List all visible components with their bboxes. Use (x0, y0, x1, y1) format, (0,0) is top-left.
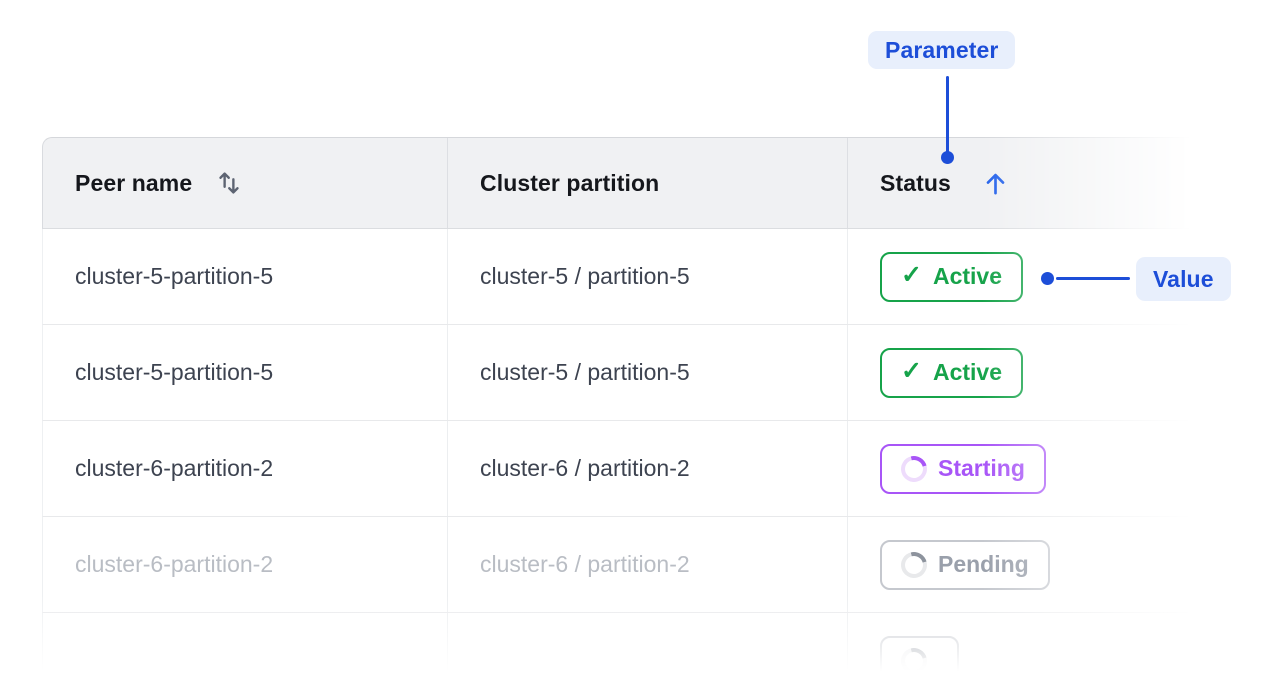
status-label: Active (932, 263, 1002, 289)
cell-status (847, 613, 1240, 688)
cell-peer-name (43, 613, 447, 688)
peers-table: Peer name Cluster partition Status (42, 137, 1240, 688)
column-header-label: Status (880, 169, 951, 196)
check-icon: ✓ (901, 261, 922, 289)
status-label: Active (932, 359, 1002, 385)
cluster-partition-text: cluster-5 / partition-5 (480, 359, 690, 385)
spinner-icon (896, 546, 932, 583)
cell-cluster-partition (447, 613, 847, 688)
cluster-partition-text: cluster-6 / partition-2 (480, 551, 690, 577)
table-row: cluster-6-partition-2 cluster-6 / partit… (42, 421, 1240, 517)
table-row (42, 613, 1240, 688)
table-row: cluster-5-partition-5 cluster-5 / partit… (42, 325, 1240, 421)
peer-name-text: cluster-5-partition-5 (75, 263, 274, 289)
cell-cluster-partition: cluster-5 / partition-5 (447, 229, 847, 324)
cluster-partition-text: cluster-5 / partition-5 (480, 263, 690, 289)
table-row: cluster-5-partition-5 cluster-5 / partit… (42, 229, 1240, 325)
parameter-callout-label: Parameter (885, 36, 999, 63)
table-body: cluster-5-partition-5 cluster-5 / partit… (42, 229, 1240, 688)
status-badge: ✓ Active (880, 251, 1023, 302)
column-header-label: Peer name (75, 169, 193, 196)
cell-status: Starting (847, 421, 1240, 516)
table-row: cluster-6-partition-2 cluster-6 / partit… (42, 517, 1240, 613)
table-header-row: Peer name Cluster partition Status (42, 137, 1240, 229)
cell-cluster-partition: cluster-5 / partition-5 (447, 325, 847, 420)
cell-cluster-partition: cluster-6 / partition-2 (447, 421, 847, 516)
cell-cluster-partition: cluster-6 / partition-2 (447, 517, 847, 612)
status-badge: Starting (880, 443, 1046, 494)
sort-ascending-icon[interactable] (981, 169, 1010, 198)
parameter-callout: Parameter (868, 31, 1016, 69)
sort-both-icon[interactable] (214, 168, 244, 198)
parameter-connector-dot (941, 151, 954, 164)
peer-name-text: cluster-6-partition-2 (75, 551, 274, 577)
parameter-connector-line (946, 76, 949, 153)
value-connector-line (1056, 277, 1130, 280)
cell-peer-name: cluster-6-partition-2 (43, 421, 447, 516)
status-badge: ✓ Active (880, 347, 1023, 398)
peer-name-text: cluster-6-partition-2 (75, 455, 274, 481)
check-icon: ✓ (901, 357, 922, 385)
status-label: Starting (938, 455, 1025, 481)
spinner-icon (896, 450, 932, 487)
column-header-label: Cluster partition (480, 169, 660, 196)
cell-status: ✓ Active (847, 325, 1240, 420)
cell-status: ✓ Active (847, 229, 1240, 324)
spinner-icon (896, 642, 932, 679)
cell-peer-name: cluster-5-partition-5 (43, 325, 447, 420)
column-header-peer-name[interactable]: Peer name (43, 138, 447, 228)
value-callout: Value (1136, 257, 1231, 301)
status-label: Pending (938, 551, 1029, 577)
value-connector-dot (1041, 272, 1054, 285)
status-badge (880, 635, 959, 686)
cell-status: Pending (847, 517, 1240, 612)
column-header-status[interactable]: Status (847, 138, 1240, 228)
cell-peer-name: cluster-5-partition-5 (43, 229, 447, 324)
value-callout-label: Value (1153, 265, 1214, 292)
cell-peer-name: cluster-6-partition-2 (43, 517, 447, 612)
peer-name-text: cluster-5-partition-5 (75, 359, 274, 385)
column-header-cluster-partition[interactable]: Cluster partition (447, 138, 847, 228)
cluster-partition-text: cluster-6 / partition-2 (480, 455, 690, 481)
status-badge: Pending (880, 539, 1050, 590)
